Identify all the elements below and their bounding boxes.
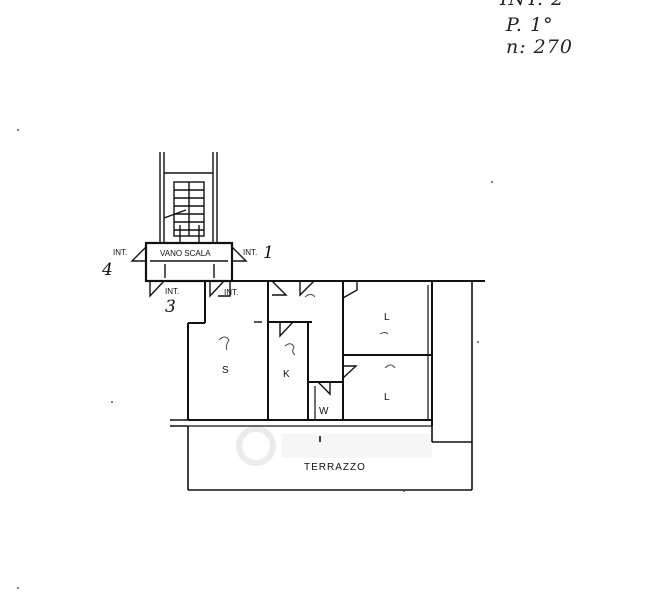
- int4-number: 4: [101, 260, 113, 280]
- room-w-label: W: [319, 406, 329, 417]
- room-s-label: S: [222, 365, 229, 376]
- stair-label: VANO SCALA: [160, 249, 211, 258]
- note-floor: P. 1°: [506, 14, 554, 36]
- apartment-walls: [170, 280, 485, 427]
- handwritten-marks: [218, 294, 396, 369]
- room-l-lower-label: L: [384, 392, 390, 403]
- int3-label: INT.: [165, 287, 179, 296]
- terrace-label: TERRAZZO: [304, 462, 366, 473]
- room-k-label: K: [283, 369, 290, 380]
- int3-number: 3: [165, 297, 176, 317]
- scan-specks: [17, 129, 493, 589]
- stairwell: [144, 152, 234, 283]
- door-swings: [218, 280, 358, 396]
- int1-number: 1: [263, 243, 274, 263]
- int4-label: INT.: [113, 248, 127, 257]
- watermark: [236, 426, 432, 466]
- int1-label: INT.: [243, 248, 257, 257]
- note-number: n: 270: [506, 36, 573, 58]
- int-main-label: INT.: [224, 288, 238, 297]
- note-int: INT. 2: [500, 0, 564, 10]
- entry-door-symbols: [130, 246, 248, 298]
- terrace-outline: [187, 281, 473, 491]
- room-l-upper-label: L: [384, 312, 390, 323]
